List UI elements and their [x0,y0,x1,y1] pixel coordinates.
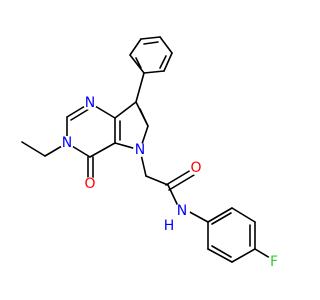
atom-nh-amide: N H [162,203,190,234]
bond-fph-4 [231,248,256,263]
bond-phenyl-2b [143,41,159,45]
atom-label-h: H [164,218,175,234]
bond-c4-c4a [89,142,116,158]
atom-label-f: F [270,254,278,270]
bond-phenyl-1 [129,38,142,56]
atom-o-amide: O [189,160,203,176]
atom-n-pyrimidine: N [83,95,97,111]
atom-o-ketone: O [83,176,97,192]
chemical-structure-diagram: N N O N O N H F [21,36,281,270]
bond-ethyl-2 [21,141,46,157]
bond-fph-5 [207,248,233,263]
bond-phenyl-2 [140,36,161,40]
bond-fph-5b [211,245,232,258]
bond-fph-1b [211,212,232,225]
bond-n1-c2b [70,108,90,121]
bond-c-f [254,248,271,259]
bond-pyrrole-c7-c6b [139,108,148,125]
bond-phenyl-3 [159,36,173,54]
bond-amide-co-1 [165,169,192,186]
bond-pyrrole-c7-c7a [114,101,137,119]
atom-label-n: N [62,135,72,151]
atom-n-pyrrole: N [133,142,147,158]
bond-fph-2 [231,207,256,223]
bond-phenyl-6 [129,54,145,74]
atom-n-ethyl: N [60,135,74,151]
bond-amide-co-2 [168,174,195,191]
bond-phenyl-4 [163,52,173,72]
atom-label-n: N [177,203,187,219]
bond-phenyl-pyrrole [135,72,145,103]
atom-labels: N N O N O N H F [60,95,281,270]
atom-label-n: N [135,142,145,158]
atom-label-o: O [190,160,201,176]
bond-ch2-co [145,175,169,186]
bond-phenyl-4b [159,55,167,69]
atom-label-n: N [85,95,95,111]
bond-phenyl-5 [143,70,165,74]
bond-phenyl-6b [135,57,142,69]
bond-co-nh [167,184,179,207]
atom-label-o: O [84,176,95,192]
atom-f-fluoro: F [267,254,281,270]
bond-fph-1 [207,207,233,223]
